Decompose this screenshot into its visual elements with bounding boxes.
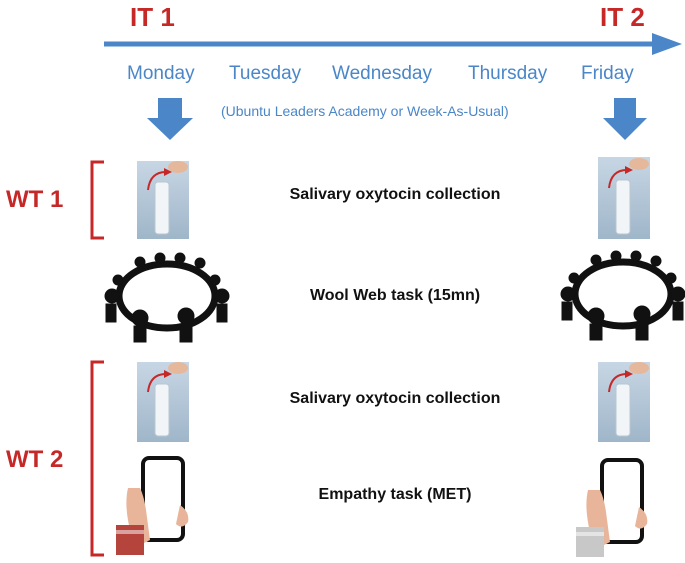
wt1-bracket	[90, 160, 104, 240]
day-thursday: Thursday	[468, 63, 548, 84]
it1-label: IT 1	[130, 2, 175, 32]
phone-icon-monday	[116, 456, 189, 555]
task-oxytocin-1: Salivary oxytocin collection	[289, 186, 501, 203]
day-monday: Monday	[127, 63, 195, 84]
saliva-tube-icon-monday-1	[137, 161, 189, 239]
wt2-bracket	[90, 360, 104, 557]
saliva-tube-icon-friday-2	[598, 362, 650, 442]
week-note: (Ubuntu Leaders Academy or Week-As-Usual…	[221, 103, 509, 119]
people-circle-icon-monday	[104, 252, 230, 343]
task-oxytocin-2: Salivary oxytocin collection	[289, 390, 501, 407]
day-friday: Friday	[581, 63, 634, 84]
saliva-tube-icon-monday-2	[137, 362, 189, 442]
it2-label: IT 2	[600, 2, 645, 32]
people-circle-icon-friday	[560, 250, 685, 341]
task-empathy: Empathy task (MET)	[318, 486, 472, 503]
monday-down-arrow	[147, 98, 193, 140]
task-wool-web: Wool Web task (15mn)	[309, 287, 481, 304]
day-tuesday: Tuesday	[229, 63, 302, 84]
wt2-label: WT 2	[6, 446, 64, 473]
timeline-arrow	[104, 33, 682, 55]
wt1-label: WT 1	[6, 186, 64, 213]
day-wednesday: Wednesday	[332, 63, 432, 84]
phone-icon-friday	[576, 458, 648, 557]
saliva-tube-icon-friday-1	[598, 157, 650, 239]
friday-down-arrow	[603, 98, 647, 140]
